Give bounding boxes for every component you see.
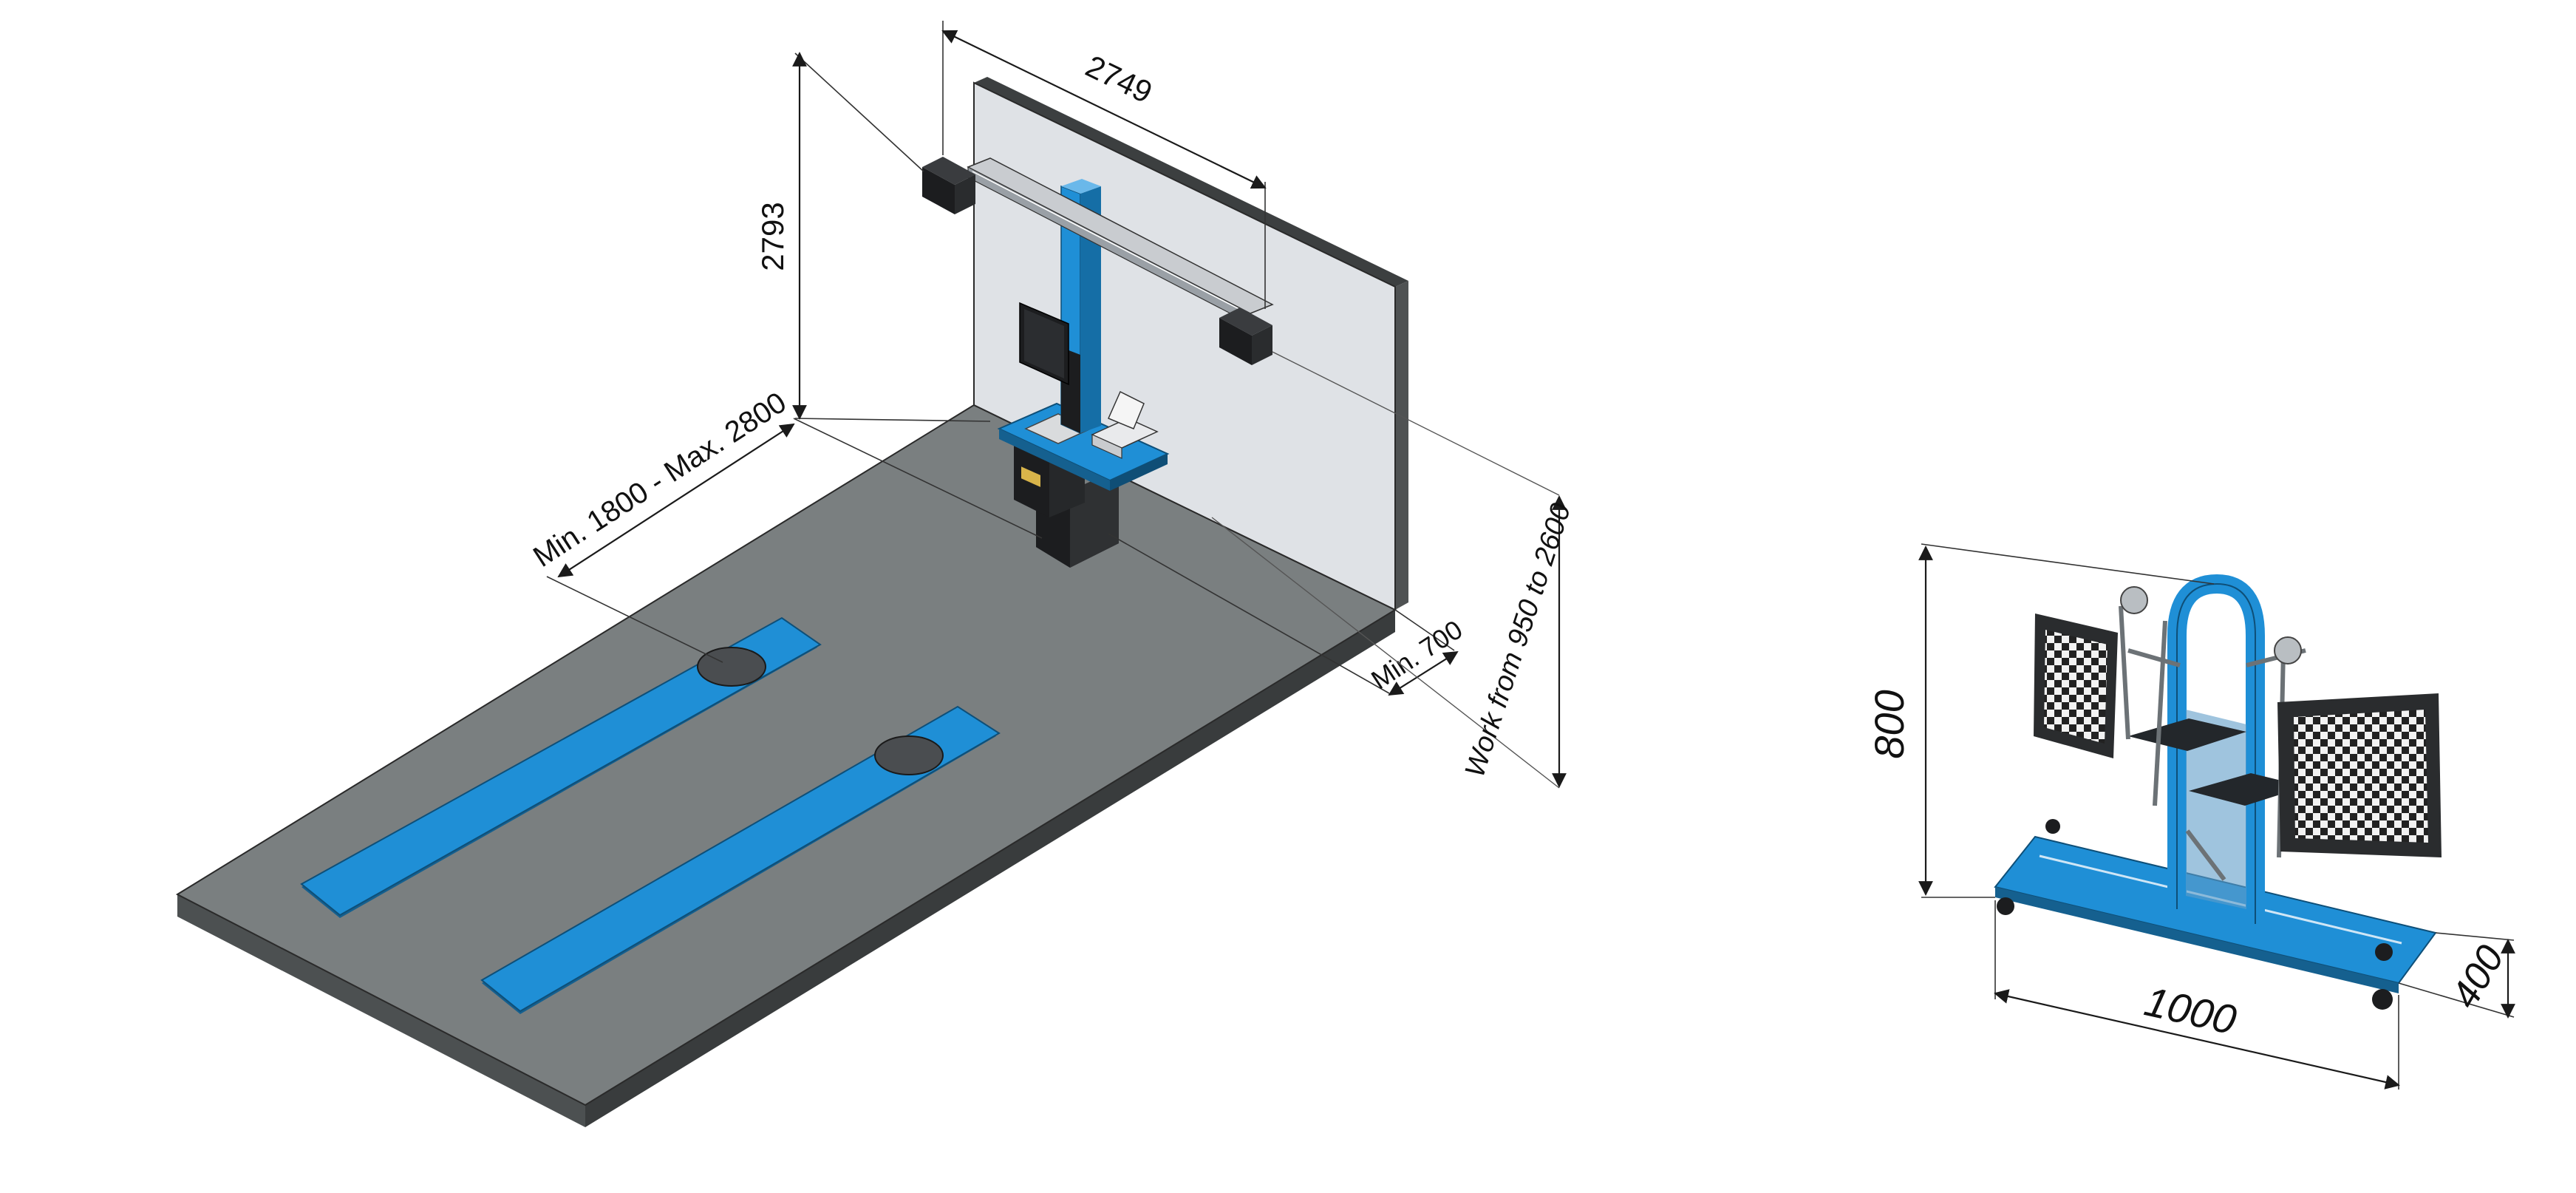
shelf bbox=[2189, 773, 2306, 806]
label-stand-height: 800 bbox=[1866, 690, 1912, 758]
camera-icon bbox=[922, 157, 975, 214]
label-beam-width: 2749 bbox=[1080, 48, 1158, 109]
wheel bbox=[2372, 989, 2393, 1010]
wheel bbox=[2375, 943, 2393, 961]
wheel bbox=[2045, 819, 2060, 834]
label-column-height: 2793 bbox=[755, 202, 790, 271]
turntable-right bbox=[874, 735, 944, 775]
dimension-column-height: 2793 bbox=[755, 52, 991, 422]
checkerboard-target-icon bbox=[2034, 614, 2118, 758]
dimension-stand-height: 800 bbox=[1866, 543, 2215, 898]
calibration-stand: 800 1000 400 bbox=[1866, 543, 2515, 1090]
wheel bbox=[1997, 897, 2014, 915]
label-stand-width: 1000 bbox=[2141, 977, 2241, 1043]
label-stand-depth: 400 bbox=[2443, 938, 2512, 1015]
checkerboard-target-icon bbox=[2277, 693, 2442, 857]
printer-icon bbox=[1091, 390, 1159, 459]
adjust-knob bbox=[2274, 636, 2302, 665]
adjust-knob bbox=[2120, 586, 2148, 614]
turntable-left bbox=[697, 647, 766, 687]
floor-front-face bbox=[177, 894, 585, 1127]
runway-right bbox=[480, 705, 1001, 1014]
aligner-console bbox=[997, 179, 1170, 568]
wall-side-face bbox=[1395, 281, 1408, 610]
installation-scene: 2749 2793 Min. 1800 - Max. 2800 Min. 700 bbox=[175, 21, 1577, 1127]
camera-icon bbox=[1219, 307, 1272, 365]
monitor-icon bbox=[1019, 302, 1069, 386]
floor-right-face bbox=[585, 610, 1395, 1127]
runway-left bbox=[300, 616, 822, 918]
